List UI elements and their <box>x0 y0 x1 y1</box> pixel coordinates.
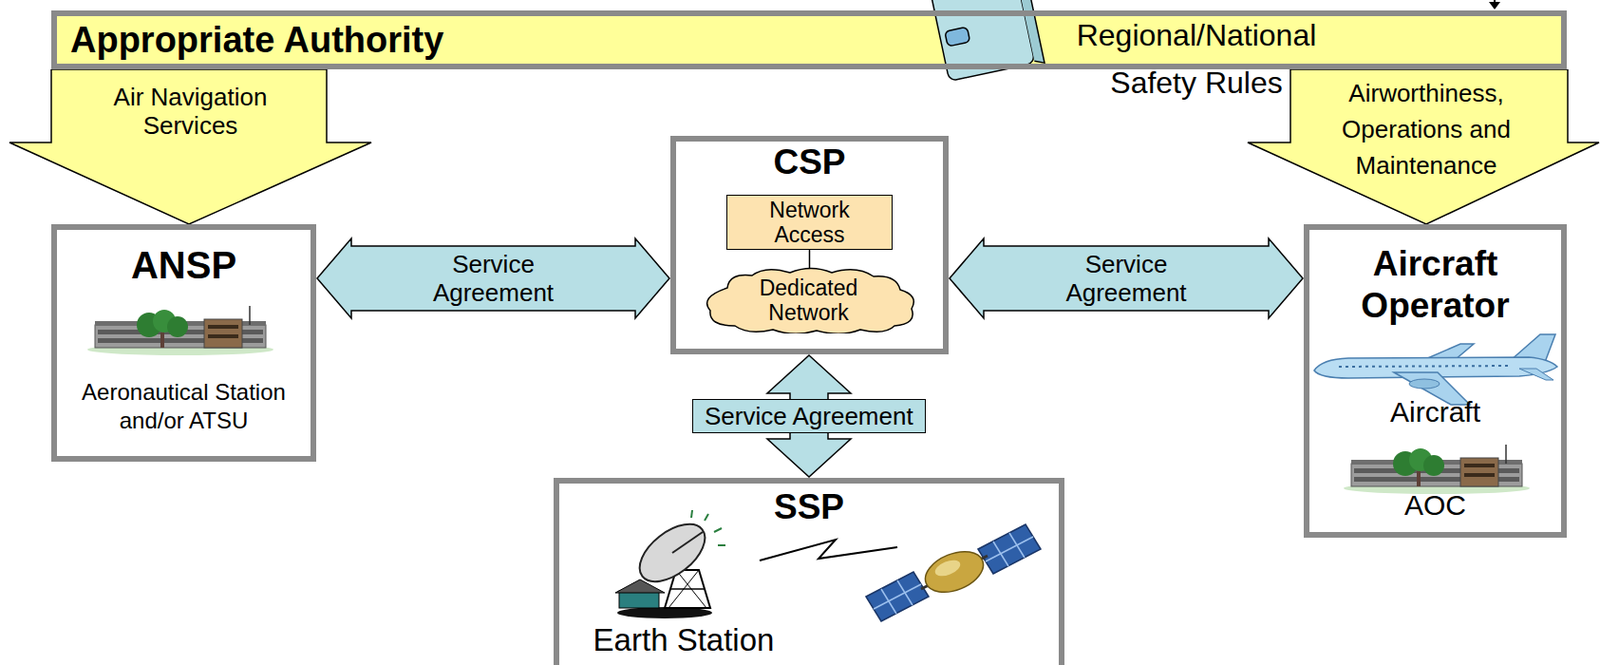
regulation-arrow: Airworthiness, Operations and Maintenanc… <box>1246 69 1600 226</box>
agreement-label: Service Agreement <box>1054 249 1198 307</box>
agreement-label: Service Agreement <box>422 249 565 307</box>
satellite-icon <box>865 524 1041 622</box>
node-title: Dedicated Network <box>747 275 871 325</box>
network-access-box: Network Access <box>726 194 893 250</box>
node-title: Aircraft Operator <box>1311 243 1561 327</box>
earth-station-icon <box>615 509 726 619</box>
node-title: Appropriate Authority <box>70 17 1562 63</box>
node-title: ANSP <box>56 243 311 287</box>
link-line <box>809 249 811 271</box>
service-agreement-arrow <box>317 238 670 319</box>
node-title: Airworthiness, Operations and Maintenanc… <box>1329 75 1525 184</box>
building-icon <box>87 305 274 356</box>
node-title: Air Navigation Services <box>72 82 310 140</box>
node-title: Network Access <box>752 197 868 247</box>
regulation-arrow-shape <box>1247 69 1600 225</box>
service-agreement-arrow <box>949 238 1303 319</box>
node-title: CSP <box>676 143 943 182</box>
radio-link <box>759 539 898 561</box>
node-text: Earth Station <box>564 621 803 659</box>
authority-band: Appropriate Authority <box>51 10 1567 70</box>
network-cloud: Dedicated Network <box>698 266 919 334</box>
rules-label: Regional/National Safety Rules <box>1044 11 1349 107</box>
csp-box: CSP Network AccessDedicated Network <box>670 135 949 355</box>
ansp-box: ANSP Aeronautical Station and/or ATSU <box>51 224 317 462</box>
band-fill <box>51 10 1567 70</box>
airplane-icon <box>1314 334 1558 405</box>
node-text: AOC <box>1309 488 1562 523</box>
ssp-box: SSPEarth StationSatellite <box>553 477 1065 665</box>
network-cloud-shape <box>707 268 915 335</box>
node-text: Aeronautical Station and/or ATSU <box>59 377 309 435</box>
regulation-arrow: Air Navigation Services <box>8 69 373 226</box>
node-text: Aircraft <box>1309 395 1562 430</box>
incoming-arrow <box>1488 0 1501 10</box>
building-icon <box>1343 444 1530 494</box>
node-title: SSP <box>559 487 1059 528</box>
agreement-label: Service Agreement <box>692 398 926 433</box>
regulation-arrow-shape <box>9 69 372 225</box>
aircraft-operator-box: Aircraft OperatorAircraftAOC <box>1303 224 1567 538</box>
